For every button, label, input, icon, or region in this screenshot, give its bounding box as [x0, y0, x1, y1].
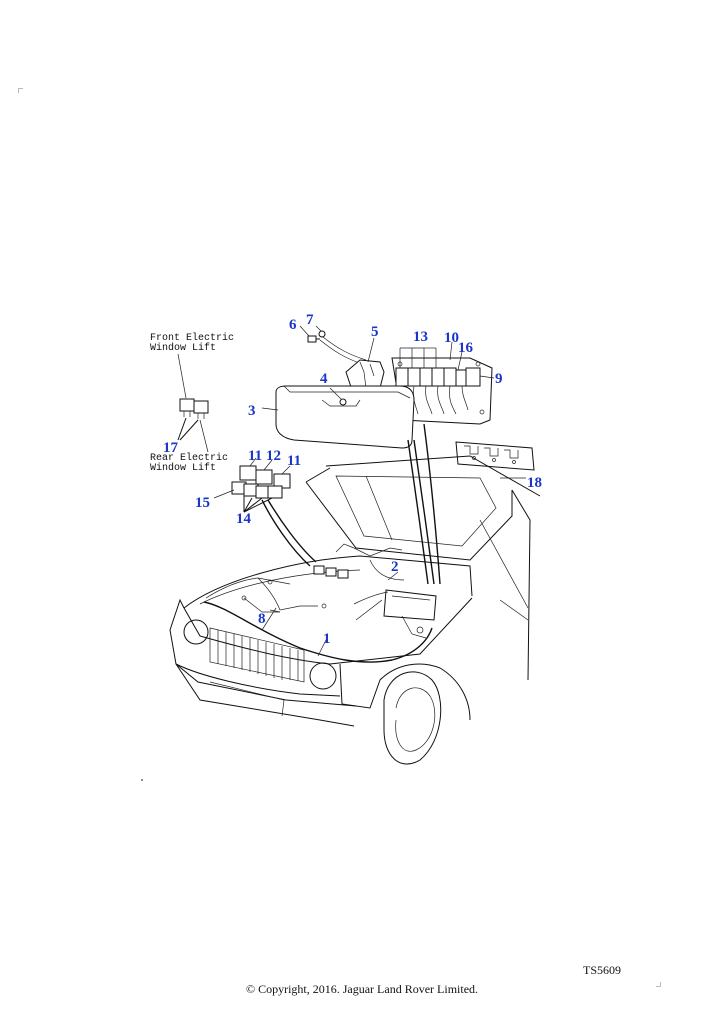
callout-13: 13: [413, 329, 428, 345]
callout-11-b: 11: [287, 453, 301, 469]
callout-1: 1: [323, 631, 331, 647]
callout-2: 2: [391, 559, 399, 575]
callout-14: 14: [236, 511, 252, 527]
callout-18: 18: [527, 475, 542, 491]
stray-dot: [141, 779, 143, 781]
corner-mark-bottom-right: [656, 982, 661, 987]
callout-3: 3: [248, 403, 256, 419]
window-lift-relay-pair: [177, 353, 209, 453]
relay-cover: [261, 385, 415, 449]
grille: [209, 627, 305, 683]
copyright-notice: © Copyright, 2016. Jaguar Land Rover Lim…: [245, 982, 479, 996]
callout-9: 9: [495, 371, 503, 387]
left-headlamp: [183, 619, 209, 645]
vehicle-outline: [169, 455, 541, 765]
callout-12: 12: [266, 448, 281, 464]
callout-15: 15: [195, 495, 210, 511]
fuse-relay-panel: [391, 341, 495, 425]
screw-and-nut: [299, 325, 367, 365]
corner-mark-top-left: [18, 88, 23, 93]
right-headlamp: [309, 662, 337, 690]
callout-5: 5: [371, 324, 379, 340]
callout-16: 16: [458, 340, 474, 356]
fuse-panel-gasket: [455, 441, 535, 479]
callout-4: 4: [320, 371, 328, 387]
front-window-lift-label-line1: Front Electric: [150, 332, 234, 344]
drawing-reference: TS5609: [583, 963, 622, 977]
callout-7: 7: [306, 312, 314, 328]
callout-17: 17: [163, 440, 179, 456]
relay-cluster: [213, 457, 317, 567]
callout-10: 10: [444, 330, 459, 346]
relay-bracket: [345, 337, 385, 391]
rear-window-lift-label-line1: Rear Electric: [150, 452, 228, 464]
callout-6: 6: [289, 317, 297, 333]
callout-11-a: 11: [248, 448, 262, 464]
front-window-lift-label-line2: Window Lift: [150, 342, 216, 354]
rear-window-lift-label-line2: Window Lift: [150, 462, 216, 474]
callout-8: 8: [258, 611, 266, 627]
harness-leads: [407, 423, 441, 585]
